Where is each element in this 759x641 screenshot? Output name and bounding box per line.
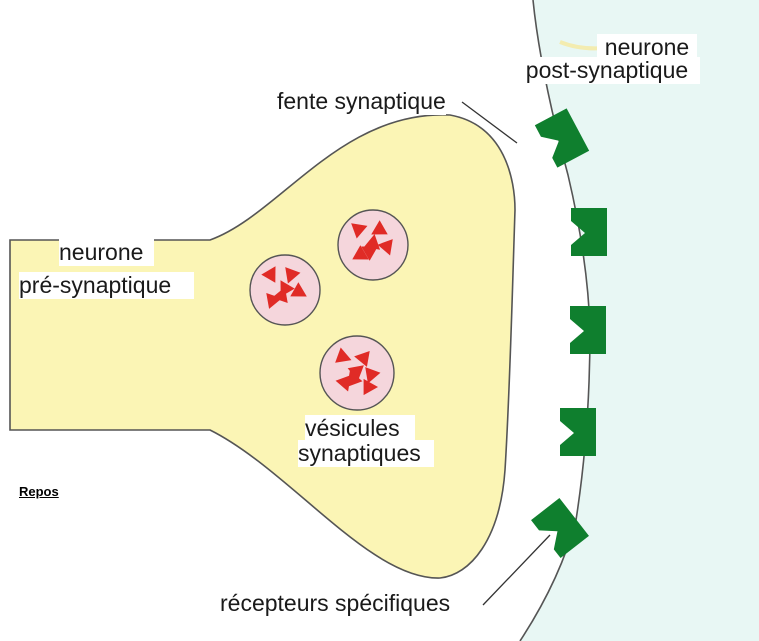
post-synaptic-neuron bbox=[520, 0, 759, 641]
receptor bbox=[570, 306, 606, 354]
neurotransmitter-molecule bbox=[335, 347, 352, 363]
receptor bbox=[560, 408, 596, 456]
receptor-group bbox=[531, 108, 607, 558]
post-synaptic-label-line1: neurone bbox=[597, 34, 697, 61]
receptor bbox=[571, 208, 607, 256]
neurotransmitter-molecule bbox=[290, 282, 307, 297]
neurotransmitter-molecule bbox=[261, 266, 276, 283]
synaptic-cleft-label: fente synaptique bbox=[277, 88, 446, 115]
post-synaptic-label-line2: post-synaptique bbox=[514, 57, 700, 84]
neurotransmitter-molecule bbox=[266, 292, 282, 309]
pre-synaptic-label-line2: pré-synaptique bbox=[19, 272, 194, 299]
neurotransmitter-molecule bbox=[365, 367, 381, 384]
receptor bbox=[531, 498, 589, 558]
pre-synaptic-label-line1: neurone bbox=[59, 239, 154, 266]
vesicle bbox=[249, 254, 321, 326]
neurotransmitter-molecule bbox=[352, 245, 369, 260]
vesicles-label-line2: synaptiques bbox=[298, 440, 434, 467]
neurotransmitter-molecule bbox=[285, 267, 301, 284]
cleft-leader-line bbox=[461, 101, 518, 144]
vesicle bbox=[337, 209, 409, 281]
pre-synaptic-terminal bbox=[9, 114, 516, 579]
neurotransmitter-molecule bbox=[371, 220, 388, 235]
neurotransmitter-molecule bbox=[364, 234, 381, 250]
neurotransmitter-molecule bbox=[335, 375, 351, 392]
neurotransmitter-molecule bbox=[347, 370, 363, 387]
neurotransmitter-molecule bbox=[347, 365, 364, 381]
vesicles-label-line1: vésicules bbox=[305, 415, 415, 442]
vesicle-group bbox=[249, 209, 409, 411]
neurotransmitter-molecule bbox=[280, 280, 295, 297]
state-label: Repos bbox=[19, 484, 59, 499]
neurotransmitter-molecule bbox=[354, 350, 370, 367]
neurotransmitter-molecule bbox=[377, 239, 393, 256]
neurotransmitter-molecule bbox=[351, 223, 368, 239]
receptor bbox=[534, 108, 590, 168]
vesicle bbox=[319, 335, 395, 411]
neurotransmitter-molecule bbox=[361, 246, 378, 261]
receptors-label: récepteurs spécifiques bbox=[220, 590, 451, 617]
receptor-leader-line bbox=[482, 534, 551, 606]
neurotransmitter-molecule bbox=[363, 378, 378, 396]
